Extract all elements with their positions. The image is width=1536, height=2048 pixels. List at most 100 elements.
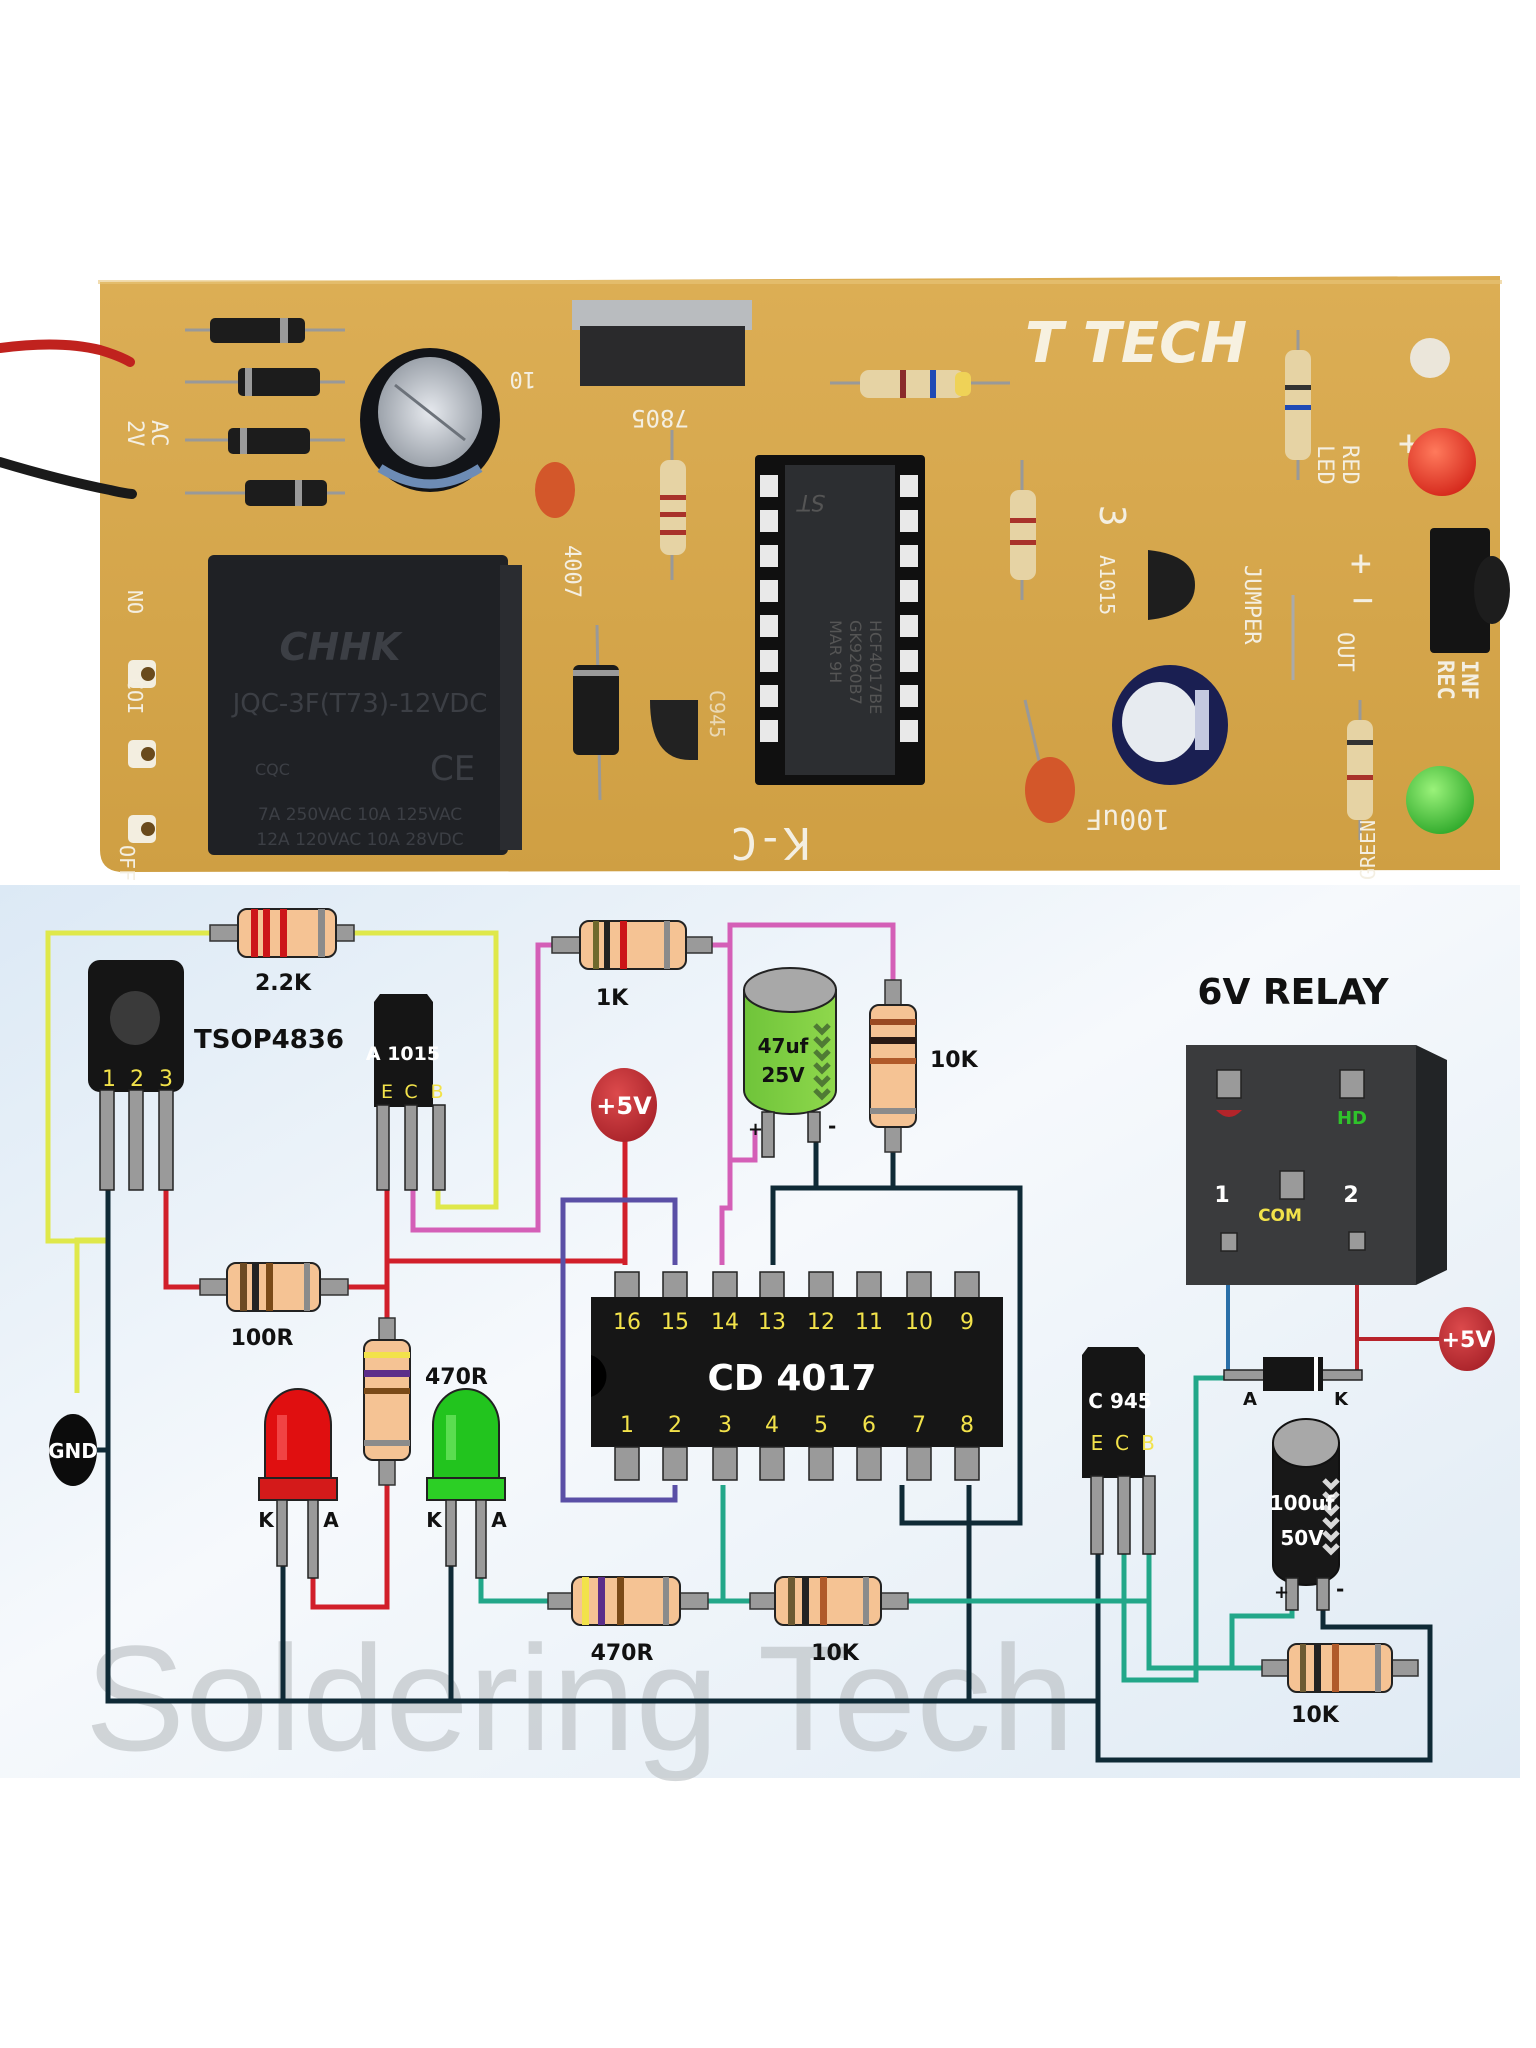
ic-pin-label-16: 16 xyxy=(613,1310,641,1335)
silk-cap-value: 10 xyxy=(510,366,537,391)
wire-yellow-loop xyxy=(45,933,108,1244)
tsop-label: TSOP4836 xyxy=(194,1025,344,1055)
relay-pin-nc xyxy=(1216,1069,1242,1099)
relay-rating-1: 7A 250VAC 10A 125VAC xyxy=(258,805,462,825)
watermark: Soldering Tech xyxy=(85,1614,1075,1782)
silk-red-led-2: LED xyxy=(1312,445,1337,485)
ir-receiver-photo xyxy=(1430,528,1510,653)
relay-pin1-label: 1 xyxy=(1214,1183,1229,1208)
diode-flyback xyxy=(1223,1357,1363,1391)
ic-cd4017 xyxy=(591,1271,1003,1481)
relay-title: 6V RELAY xyxy=(1197,972,1389,1013)
resistor-10k-bottom xyxy=(749,1576,909,1626)
resistor-10k-right-label: 10K xyxy=(1291,1703,1340,1728)
ic-pin-label-8: 8 xyxy=(960,1413,974,1438)
ic-pin-label-10: 10 xyxy=(905,1310,933,1335)
ceramic-capacitor-2 xyxy=(1023,699,1075,823)
ic-pin-label-14: 14 xyxy=(711,1310,739,1335)
relay-brand: CHHK xyxy=(280,625,403,669)
silk-out: OUT xyxy=(1332,632,1357,672)
ic-pin-label-12: 12 xyxy=(807,1310,835,1335)
silk-off: OFF xyxy=(115,845,139,881)
ic-pin-label-7: 7 xyxy=(912,1413,926,1438)
silk-red-led-1: RED xyxy=(1337,445,1362,485)
resistor-1k-label: 1K xyxy=(596,986,629,1011)
ic-pin-label-13: 13 xyxy=(758,1310,786,1335)
resistor-10k-top xyxy=(869,979,917,1153)
pcb-photo: AC 2V 10 7805 4007 CHHK JQC-3F(T73)-12VD… xyxy=(0,276,1510,881)
wire-teal xyxy=(478,1485,1295,1671)
relay-pin-com xyxy=(1279,1170,1305,1200)
silk-ac: AC xyxy=(146,420,171,447)
led-green-k: K xyxy=(426,1508,443,1532)
ic-lot: GK9260B7 xyxy=(846,620,865,705)
silk-c945: C945 xyxy=(705,690,729,738)
relay-photo: CHHK JQC-3F(T73)-12VDC CQC CE 7A 250VAC … xyxy=(208,555,522,855)
ic-date: MAR 9H xyxy=(826,620,845,683)
relay-model: JQC-3F(T73)-12VDC xyxy=(231,689,488,719)
diode-a: A xyxy=(1243,1389,1257,1410)
ic-pin-label-1: 1 xyxy=(620,1413,634,1438)
resistor-photo-2 xyxy=(830,370,1010,398)
resistor-470r-bottom xyxy=(547,1576,709,1626)
silk-a1015: A1015 xyxy=(1095,555,1119,615)
silk-100uf: 100uF xyxy=(1086,803,1170,836)
a1015-pin-b: B xyxy=(430,1081,443,1103)
wire-purple xyxy=(560,1197,678,1503)
silk-jumper: JUMPER xyxy=(1239,565,1264,645)
ic-pin-label-4: 4 xyxy=(765,1413,779,1438)
relay-pin-1 xyxy=(1220,1232,1238,1252)
vcc-label-top: +5V xyxy=(596,1092,652,1120)
resistor-photo-4 xyxy=(1285,330,1311,480)
relay-6v xyxy=(1186,1045,1447,1285)
silk-regulator: 7805 xyxy=(631,404,689,432)
schematic: Soldering Tech 2.2K xyxy=(0,885,1520,1782)
resistor-10k-bottom-label: 10K xyxy=(811,1641,860,1666)
led-red-a: A xyxy=(323,1508,339,1532)
silk-diode-label: 4007 xyxy=(559,545,584,598)
silk-q1-ref: 3 xyxy=(1091,505,1132,527)
c945-pin-e: E xyxy=(1091,1431,1104,1455)
filter-capacitor xyxy=(360,348,500,492)
resistor-photo-1 xyxy=(660,430,686,580)
capacitor-47uf xyxy=(743,967,837,1158)
voltage-regulator xyxy=(572,300,752,386)
relay-cert-cqc: CQC xyxy=(255,760,290,779)
wire-teal-c xyxy=(1121,1375,1229,1683)
resistor-10k-right xyxy=(1261,1643,1419,1693)
ic-pin-label-2: 2 xyxy=(668,1413,682,1438)
silk-minus: − xyxy=(1352,580,1374,621)
ic-pin-label-11: 11 xyxy=(855,1310,883,1335)
flyback-diode xyxy=(573,624,619,801)
vcc-badge-right xyxy=(1439,1307,1495,1371)
silk-green: GREEN xyxy=(1356,820,1380,880)
ic-label: CD 4017 xyxy=(707,1358,876,1399)
tsop-ir-receiver xyxy=(88,960,184,1191)
relay-cert-ce: CE xyxy=(430,749,475,789)
cap100-value: 100uf xyxy=(1270,1491,1335,1515)
capacitor-100uf xyxy=(1272,1418,1340,1611)
silk-board-label: K-C xyxy=(731,817,810,868)
relay-terminals xyxy=(128,660,156,843)
resistor-2k2-label: 2.2K xyxy=(255,971,312,996)
relay-nc-marker xyxy=(1216,1110,1242,1117)
ic-pin-label-6: 6 xyxy=(862,1413,876,1438)
relay-com-label: COM xyxy=(1258,1206,1302,1226)
relay-rating-2: 12A 120VAC 10A 28VDC xyxy=(256,830,463,850)
wire-pink-cap xyxy=(730,1130,758,1163)
pcb-brand: T TECH xyxy=(1025,311,1247,376)
resistor-photo-5 xyxy=(1347,700,1373,840)
red-wire xyxy=(0,339,135,367)
a1015-pin-c: C xyxy=(404,1081,417,1103)
c945-pin-c: C xyxy=(1115,1431,1129,1455)
cap100-minus: - xyxy=(1336,1577,1344,1601)
cap100-voltage: 50V xyxy=(1280,1526,1324,1550)
gnd-label: GND xyxy=(48,1439,98,1463)
wire-cap100-neg xyxy=(1320,1608,1430,1630)
a1015-label: A 1015 xyxy=(366,1043,440,1065)
cap47-value: 47uf xyxy=(758,1034,809,1058)
resistor-100r-label: 100R xyxy=(231,1326,294,1351)
silk-no: NO xyxy=(123,590,147,614)
ic-logo: ST xyxy=(796,489,825,514)
